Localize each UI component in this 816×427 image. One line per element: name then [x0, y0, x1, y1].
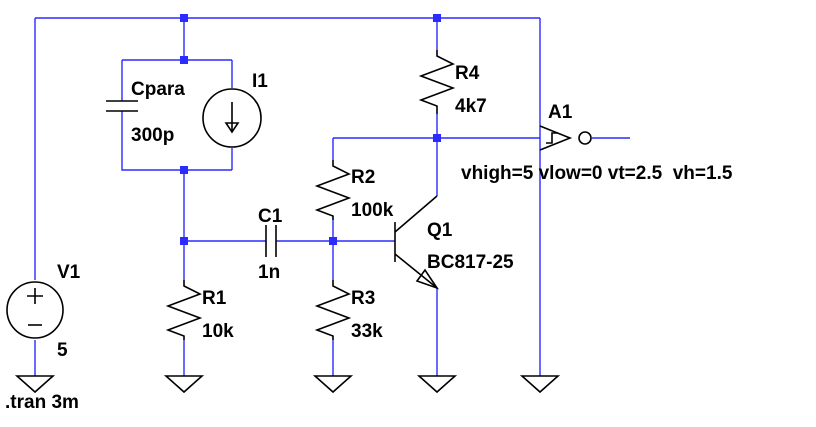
r1-symbol[interactable] [165, 280, 203, 340]
i1-name-label: I1 [252, 71, 268, 92]
c1-symbol[interactable] [265, 225, 277, 257]
i1-symbol[interactable] [202, 88, 262, 148]
cpara-symbol[interactable] [106, 100, 138, 112]
c1-name-label: C1 [258, 206, 283, 227]
v1-value-label: 5 [57, 340, 68, 361]
junction-dot [433, 134, 441, 142]
r2-value-label: 100k [351, 200, 394, 221]
spice-directive[interactable]: .tran 3m [5, 392, 79, 413]
r3-name-label: R3 [351, 288, 375, 309]
a1-params-label: vhigh=5 vlow=0 vt=2.5 vh=1.5 [461, 163, 733, 184]
junction-dot [180, 56, 188, 64]
junction-dot [180, 14, 188, 22]
q1-symbol[interactable] [394, 195, 439, 290]
ground-symbol[interactable] [163, 375, 205, 394]
v1-symbol[interactable] [6, 281, 64, 339]
q1-name-label: Q1 [427, 220, 453, 241]
v1-name-label: V1 [57, 262, 81, 283]
junction-dot [180, 166, 188, 174]
a1-name-label: A1 [548, 102, 573, 123]
wire-cpara-bottom[interactable] [121, 111, 232, 171]
ground-symbol[interactable] [14, 375, 56, 394]
ground-symbol[interactable] [416, 375, 458, 394]
junction-dot [180, 237, 188, 245]
cpara-value-label: 300p [131, 125, 174, 146]
junctions [180, 14, 441, 245]
r1-value-label: 10k [202, 321, 234, 342]
wires [34, 17, 630, 376]
r4-symbol[interactable] [418, 50, 456, 114]
r2-symbol[interactable] [314, 160, 352, 220]
cpara-name-label: Cpara [131, 79, 185, 100]
ground-symbol[interactable] [519, 375, 561, 394]
r4-name-label: R4 [455, 63, 480, 84]
junction-dot [433, 14, 441, 22]
r2-name-label: R2 [351, 167, 375, 188]
q1-value-label: BC817-25 [427, 252, 514, 273]
r1-name-label: R1 [202, 288, 227, 309]
junction-dot [329, 237, 337, 245]
r3-symbol[interactable] [314, 280, 352, 340]
c1-value-label: 1n [258, 262, 280, 283]
labels: V1 5 Cpara 300p I1 R1 10k R2 100k R3 33k… [5, 63, 733, 413]
a1-symbol[interactable] [539, 125, 592, 151]
ground-symbol[interactable] [312, 375, 354, 394]
r3-value-label: 33k [351, 321, 383, 342]
r4-value-label: 4k7 [455, 96, 487, 117]
